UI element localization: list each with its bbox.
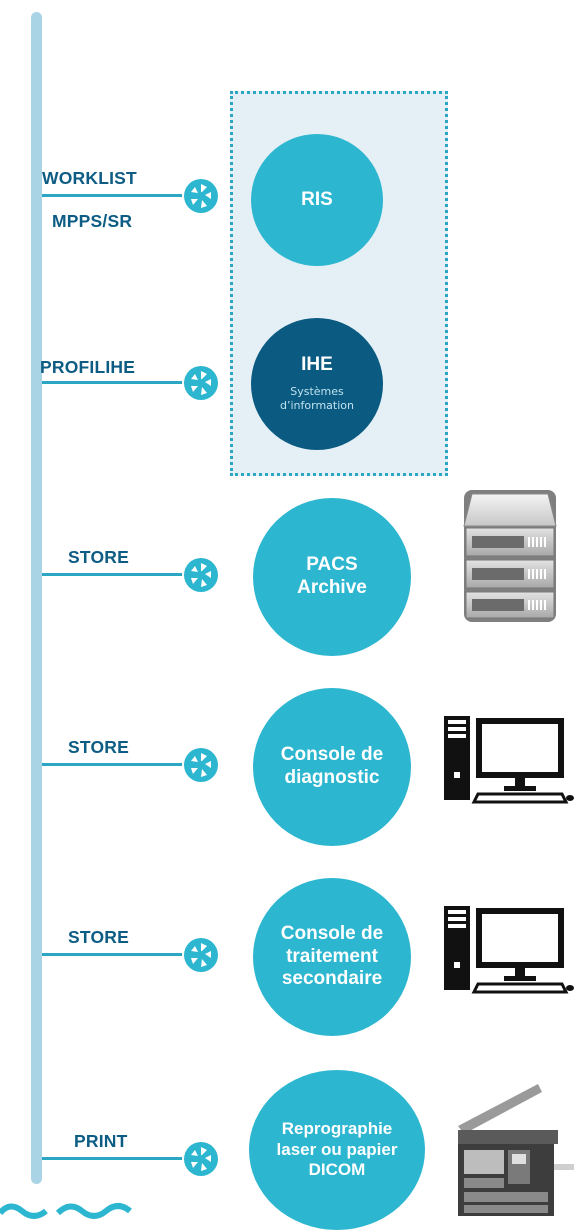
protocol-label-store-secondary: STORE [68,927,129,947]
protocol-label-store-diagnostic: STORE [68,737,129,757]
node-ris-label: RIS [301,188,333,210]
node-ihe-label: IHE [301,353,333,375]
branch-line-store-secondary [42,953,182,956]
branch-line-print [42,1157,182,1160]
node-print-line-2: laser ou papier [276,1139,398,1159]
node-secondary-line-1: Console de [280,922,384,944]
branch-line-profilihe [42,381,182,384]
protocol-label-profilihe: PROFILIHE [40,357,136,377]
node-ihe: IHE Systèmes d’information [251,318,383,450]
cropped-decoration [0,1203,132,1219]
node-secondary-line-2: traitement [286,945,378,967]
aperture-icon [184,366,218,400]
aperture-icon [184,748,218,782]
node-secondary-line-3: secondaire [281,968,383,990]
node-pacs-archive: PACS Archive [253,498,411,656]
branch-line-store-diagnostic [42,763,182,766]
node-print-line-3: DICOM [308,1160,366,1180]
network-bus [31,12,42,1184]
node-pacs-line-1: PACS [306,554,358,576]
node-diagnostic-line-2: diagnostic [284,767,380,788]
node-diagnostic-line-1: Console de [280,744,384,766]
aperture-icon [184,1142,218,1176]
aperture-icon [184,938,218,972]
node-console-secondary: Console de traitement secondaire [253,878,411,1036]
aperture-icon [184,558,218,592]
workstation-icon [444,716,574,804]
node-ihe-subtitle-1: Systèmes [290,384,344,398]
server-stack-icon [463,490,557,622]
branch-line-worklist [42,194,182,197]
workstation-icon [444,906,574,994]
node-console-diagnostic: Console de diagnostic [253,688,411,846]
protocol-label-print: PRINT [74,1131,128,1151]
node-ihe-subtitle-2: d’information [280,399,354,413]
node-ris: RIS [251,134,383,266]
protocol-label-mpps: MPPS/SR [52,211,133,231]
node-pacs-line-2: Archive [297,577,367,598]
protocol-label-worklist: WORKLIST [42,168,137,188]
node-print-line-1: Reprographie [281,1119,393,1139]
aperture-icon [184,179,218,213]
node-reprographie: Reprographie laser ou papier DICOM [249,1070,425,1230]
branch-line-store-pacs [42,573,182,576]
copier-icon [458,1084,574,1216]
protocol-label-store-pacs: STORE [68,547,129,567]
